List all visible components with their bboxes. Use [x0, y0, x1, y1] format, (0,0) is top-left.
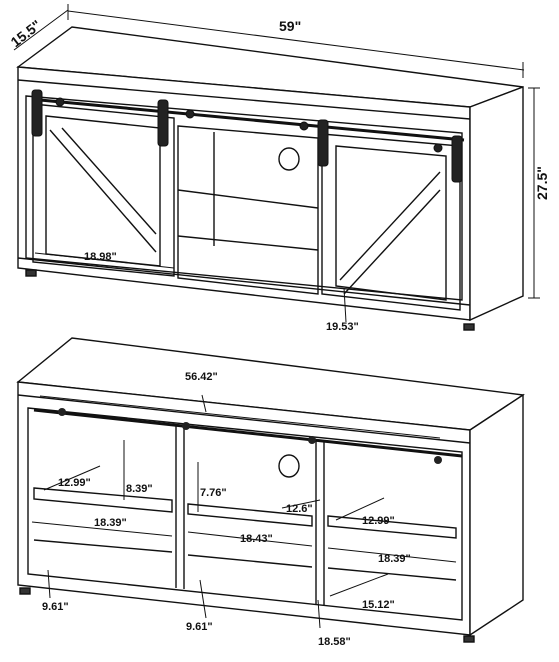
left-lower-height-label: 9.61": [42, 601, 69, 613]
top-view-dimension-lines: [13, 4, 540, 323]
overall-width-label: 59": [279, 18, 301, 34]
bottom-view-dimension-lines: [31, 394, 457, 629]
center-shelf-width-label: 18.43": [240, 533, 273, 545]
opening-width-label: 19.53": [326, 321, 359, 333]
top-width-label: 56.42": [185, 371, 218, 383]
center-lower-height-label: 9.61": [186, 621, 213, 633]
door-width-label: 18.98": [84, 251, 117, 263]
center-upper-height-label: 7.76": [200, 487, 227, 499]
left-upper-height-label: 8.39": [126, 483, 153, 495]
rail-rollers-icon: [58, 408, 442, 464]
depth-label: 15.5": [8, 17, 45, 50]
center-shelf-depth-label: 12.6": [286, 503, 313, 515]
left-shelf-width-label: 18.39": [94, 517, 127, 529]
right-lower-height-label: 18.58": [318, 636, 351, 648]
top-view-cabinet: [16, 26, 524, 331]
right-shelf-depth-label: 12.99": [362, 515, 395, 527]
barn-door-hardware-icon: [31, 89, 463, 183]
right-shelf-width-label: 18.39": [378, 553, 411, 565]
bottom-view-cabinet: [16, 337, 525, 643]
left-shelf-depth-label: 12.99": [58, 477, 91, 489]
overall-height-label: 27.5": [534, 166, 550, 200]
right-lower-depth-label: 15.12": [362, 599, 395, 611]
